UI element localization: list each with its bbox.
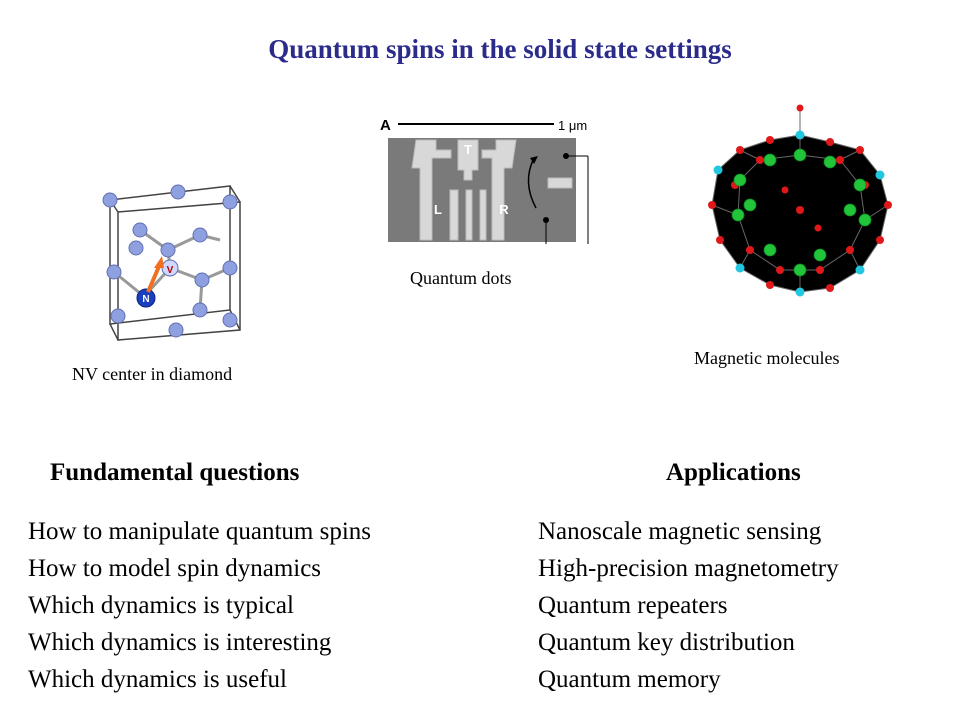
- nv-center-caption: NV center in diamond: [72, 364, 233, 384]
- vacancy-label: V: [167, 265, 174, 276]
- nitrogen-label: N: [142, 294, 149, 305]
- quantum-dot-micrograph-icon: A 1 μm T L R: [376, 110, 606, 250]
- applications-heading: Applications: [666, 459, 801, 486]
- fundamental-questions-heading: Fundamental questions: [50, 459, 300, 486]
- magnetic-molecule-icon: [708, 104, 892, 297]
- list-item: How to model spin dynamics: [28, 555, 322, 582]
- list-item: Nanoscale magnetic sensing: [538, 518, 822, 545]
- fundamental-questions-list: How to manipulate quantum spins How to m…: [28, 513, 371, 698]
- list-item: How to manipulate quantum spins: [28, 518, 372, 545]
- list-item: Quantum repeaters: [538, 592, 728, 619]
- scale-bar-label: 1 μm: [558, 118, 587, 133]
- list-item: Which dynamics is typical: [28, 592, 294, 619]
- list-item: Which dynamics is useful: [28, 666, 287, 693]
- gate-r-label: R: [499, 202, 509, 217]
- list-item: Quantum key distribution: [538, 629, 795, 656]
- panel-label: A: [380, 117, 391, 134]
- list-item: High-precision magnetometry: [538, 555, 839, 582]
- magnetic-molecules-caption: Magnetic molecules: [694, 348, 840, 368]
- list-item: Which dynamics is interesting: [28, 629, 332, 656]
- list-item: Quantum memory: [538, 666, 721, 693]
- gate-t-label: T: [464, 142, 472, 157]
- applications-list: Nanoscale magnetic sensing High-precisio…: [538, 513, 839, 698]
- diamond-lattice-icon: V N: [102, 184, 241, 341]
- slide-title: Quantum spins in the solid state setting…: [268, 34, 732, 64]
- gate-l-label: L: [434, 202, 442, 217]
- quantum-dots-caption: Quantum dots: [410, 268, 512, 288]
